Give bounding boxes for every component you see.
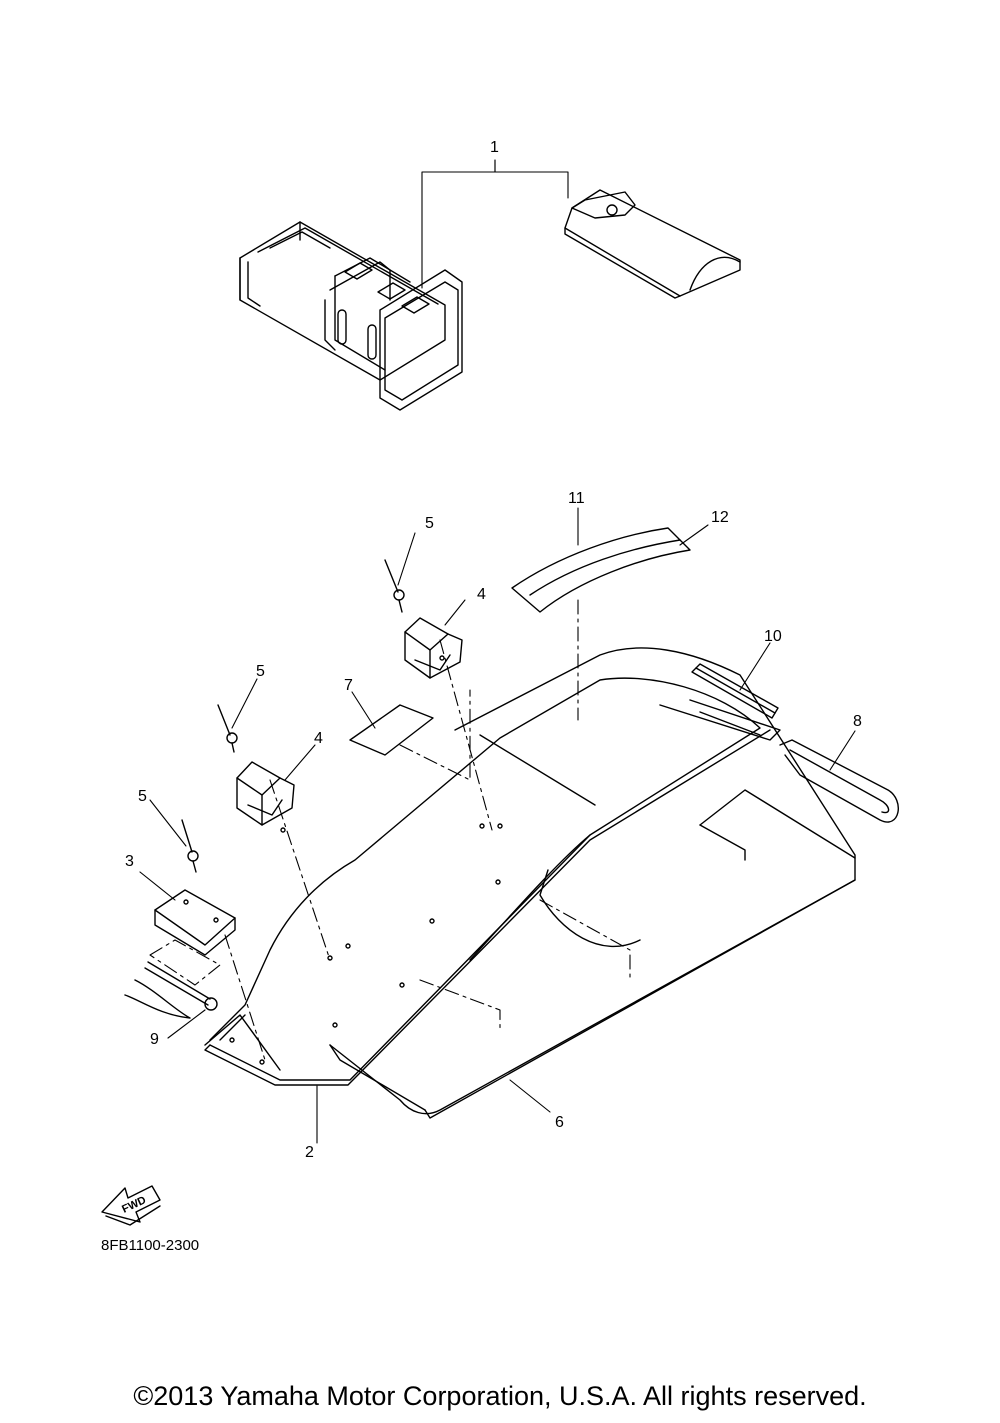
part-1-cover-bag: [239, 221, 463, 411]
part-11-12-strips: [511, 527, 691, 613]
callout-6: 6: [555, 1114, 564, 1131]
assembly-center-lines: [224, 599, 631, 1061]
part-5-rivet-middle: [217, 704, 238, 753]
callout-4-lower: 4: [314, 730, 323, 747]
callout-9: 9: [150, 1031, 159, 1048]
callout-4-upper: 4: [477, 586, 486, 603]
part-2-seat-frame: [204, 677, 781, 1086]
callout-2: 2: [305, 1144, 314, 1161]
diagram-code: 8FB1100-2300: [101, 1237, 199, 1254]
callout-3: 3: [125, 853, 134, 870]
part-8-handle: [779, 739, 899, 823]
fwd-label: FWD: [120, 1194, 148, 1215]
callout-5-middle: 5: [256, 663, 265, 680]
part-10-rod: [691, 663, 779, 719]
callout-leaders: [139, 159, 856, 1144]
callout-1: 1: [490, 139, 499, 156]
part-1-tool-pouch: [564, 189, 741, 299]
part-7-label: [349, 704, 434, 756]
callout-12: 12: [711, 509, 729, 526]
part-5-rivet-upper: [384, 559, 405, 613]
callout-8: 8: [853, 713, 862, 730]
part-4-clip-upper: [404, 617, 463, 679]
copyright-notice: ©2013 Yamaha Motor Corporation, U.S.A. A…: [133, 1381, 867, 1411]
part-5-rivet-lower: [181, 819, 199, 873]
part-9-pin: [124, 961, 218, 1019]
callout-5-upper: 5: [425, 515, 434, 532]
part-6-seat-base: [329, 647, 856, 1119]
callout-11: 11: [568, 490, 585, 507]
callout-10: 10: [764, 628, 782, 645]
part-4-clip-lower: [236, 761, 295, 833]
callout-1-bracket: [421, 159, 569, 289]
callout-5-lower: 5: [138, 788, 147, 805]
fwd-arrow: FWD: [101, 1185, 161, 1226]
callout-7: 7: [344, 677, 353, 694]
part-3-hinge-plate: [149, 889, 236, 986]
